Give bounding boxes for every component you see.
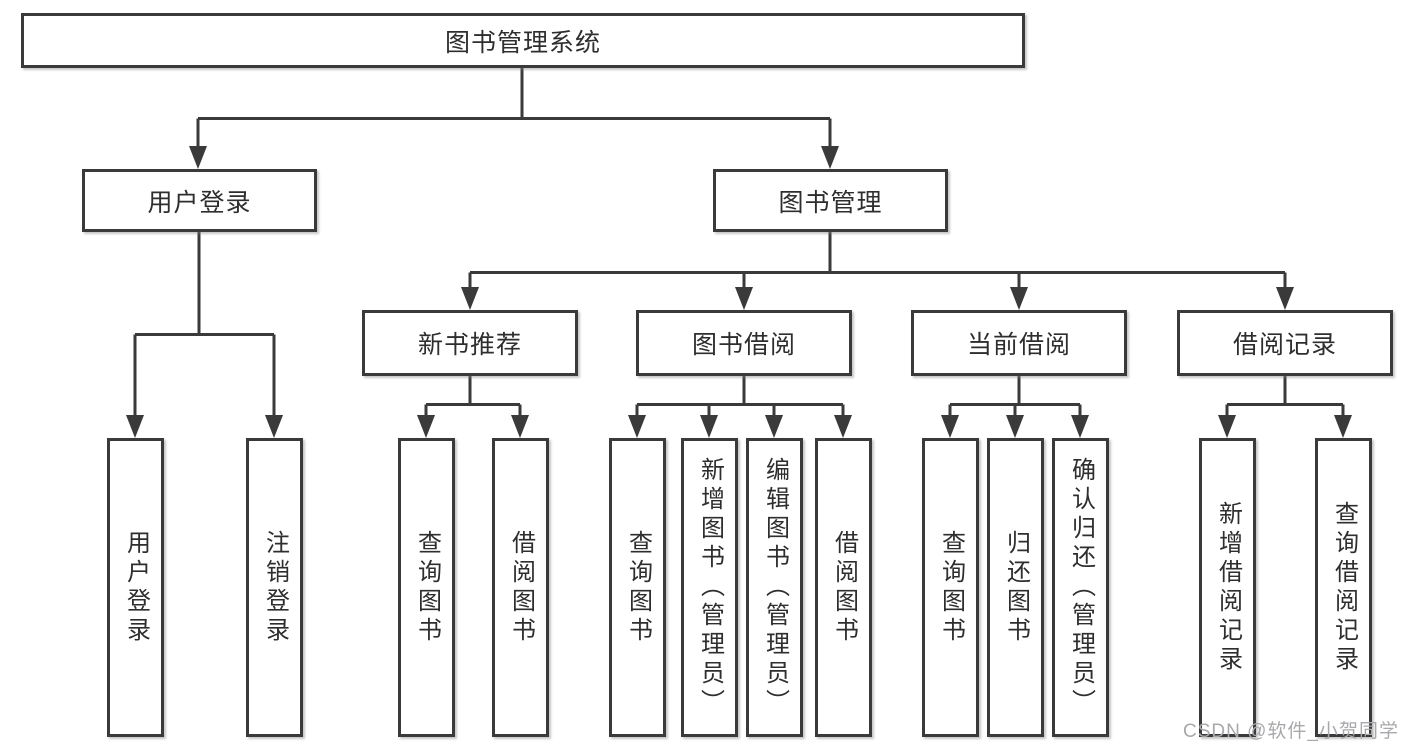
leaf-query-books-borrowing: 查询图书 <box>609 438 666 737</box>
node-borrow-records: 借阅记录 <box>1177 310 1393 376</box>
arrowhead <box>461 287 479 310</box>
arrowhead <box>1071 415 1089 438</box>
node-user-login: 用户登录 <box>82 169 317 232</box>
leaf-confirm-return-admin: 确认归还（管理员） <box>1052 438 1109 737</box>
arrowhead <box>1010 287 1028 310</box>
connector-book-borrowing <box>635 376 845 418</box>
arrowhead <box>511 415 529 438</box>
arrowhead <box>1276 287 1294 310</box>
arrowhead <box>941 415 959 438</box>
leaf-query-books-recommend: 查询图书 <box>398 438 455 737</box>
leaf-borrow-books-recommend: 借阅图书 <box>492 438 549 737</box>
node-current-borrowing: 当前借阅 <box>911 310 1127 376</box>
arrowhead <box>765 415 783 438</box>
arrowhead <box>834 415 852 438</box>
leaf-add-books-admin: 新增图书（管理员） <box>681 438 738 737</box>
arrowhead <box>1006 415 1024 438</box>
leaf-query-books-current: 查询图书 <box>922 438 979 737</box>
connector-new-book-recommend <box>424 376 522 418</box>
arrowhead <box>126 415 144 438</box>
connector-borrow-records <box>1225 376 1345 418</box>
node-root-system: 图书管理系统 <box>21 13 1025 68</box>
node-book-management: 图书管理 <box>713 169 948 232</box>
arrowhead <box>1218 415 1236 438</box>
arrowhead <box>700 415 718 438</box>
leaf-logout-login: 注销登录 <box>246 438 303 737</box>
arrowhead <box>417 415 435 438</box>
leaf-borrow-books-borrowing: 借阅图书 <box>815 438 872 737</box>
arrowhead <box>1334 415 1352 438</box>
connector-user-login <box>133 232 276 418</box>
arrowhead <box>821 146 839 169</box>
node-book-borrowing: 图书借阅 <box>636 310 852 376</box>
node-new-book-recommend: 新书推荐 <box>362 310 578 376</box>
leaf-edit-books-admin: 编辑图书（管理员） <box>746 438 803 737</box>
leaf-return-books: 归还图书 <box>987 438 1044 737</box>
arrowhead <box>735 287 753 310</box>
arrowhead <box>189 146 207 169</box>
connector-current-borrowing <box>948 376 1082 418</box>
arrowhead <box>265 415 283 438</box>
connector-book-management <box>468 232 1287 290</box>
connector-root <box>196 68 832 148</box>
leaf-query-borrow-record: 查询借阅记录 <box>1315 438 1372 737</box>
arrowhead <box>628 415 646 438</box>
leaf-user-login: 用户登录 <box>107 438 164 737</box>
leaf-add-borrow-record: 新增借阅记录 <box>1199 438 1256 737</box>
watermark: CSDN @软件_小贺同学 <box>1183 721 1399 742</box>
